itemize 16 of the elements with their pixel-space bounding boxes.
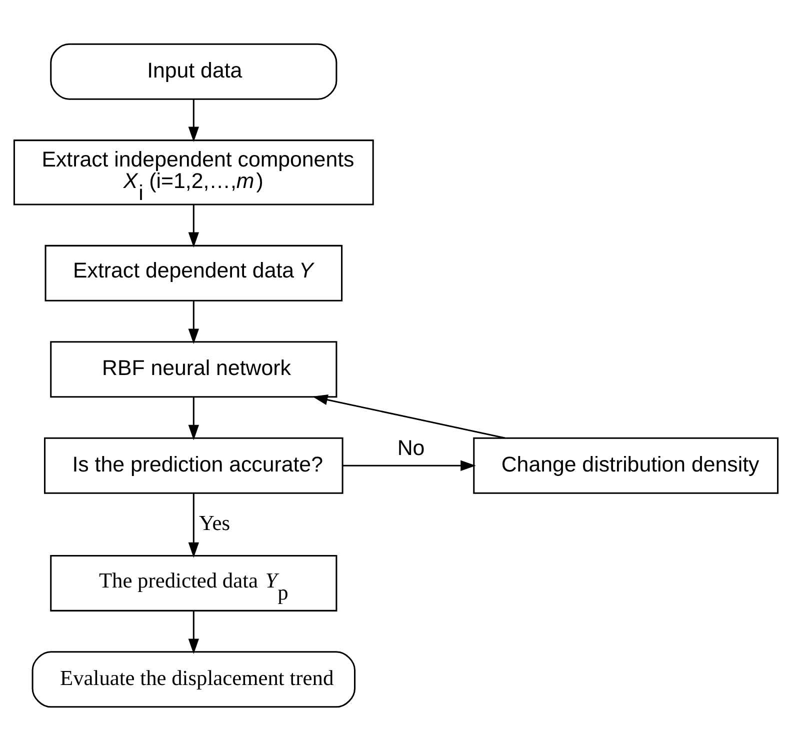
node-box: Evaluate the displacement trend xyxy=(32,651,356,708)
edge-label: No xyxy=(397,436,425,460)
arrow xyxy=(312,394,506,439)
arrow xyxy=(188,301,199,344)
node-box: Input data xyxy=(50,43,338,100)
node-box: Extract dependent data Y xyxy=(44,244,343,302)
edge-label: Yes xyxy=(198,511,230,536)
node-box: Is the prediction accurate? xyxy=(44,437,344,494)
arrow xyxy=(188,611,199,654)
arrow xyxy=(343,460,476,471)
node-box: Change distribution density xyxy=(473,437,779,494)
arrow xyxy=(188,397,199,440)
arrow xyxy=(188,99,199,142)
arrow xyxy=(188,204,199,248)
arrow xyxy=(188,493,199,558)
node-box: RBF neural network xyxy=(50,341,338,398)
